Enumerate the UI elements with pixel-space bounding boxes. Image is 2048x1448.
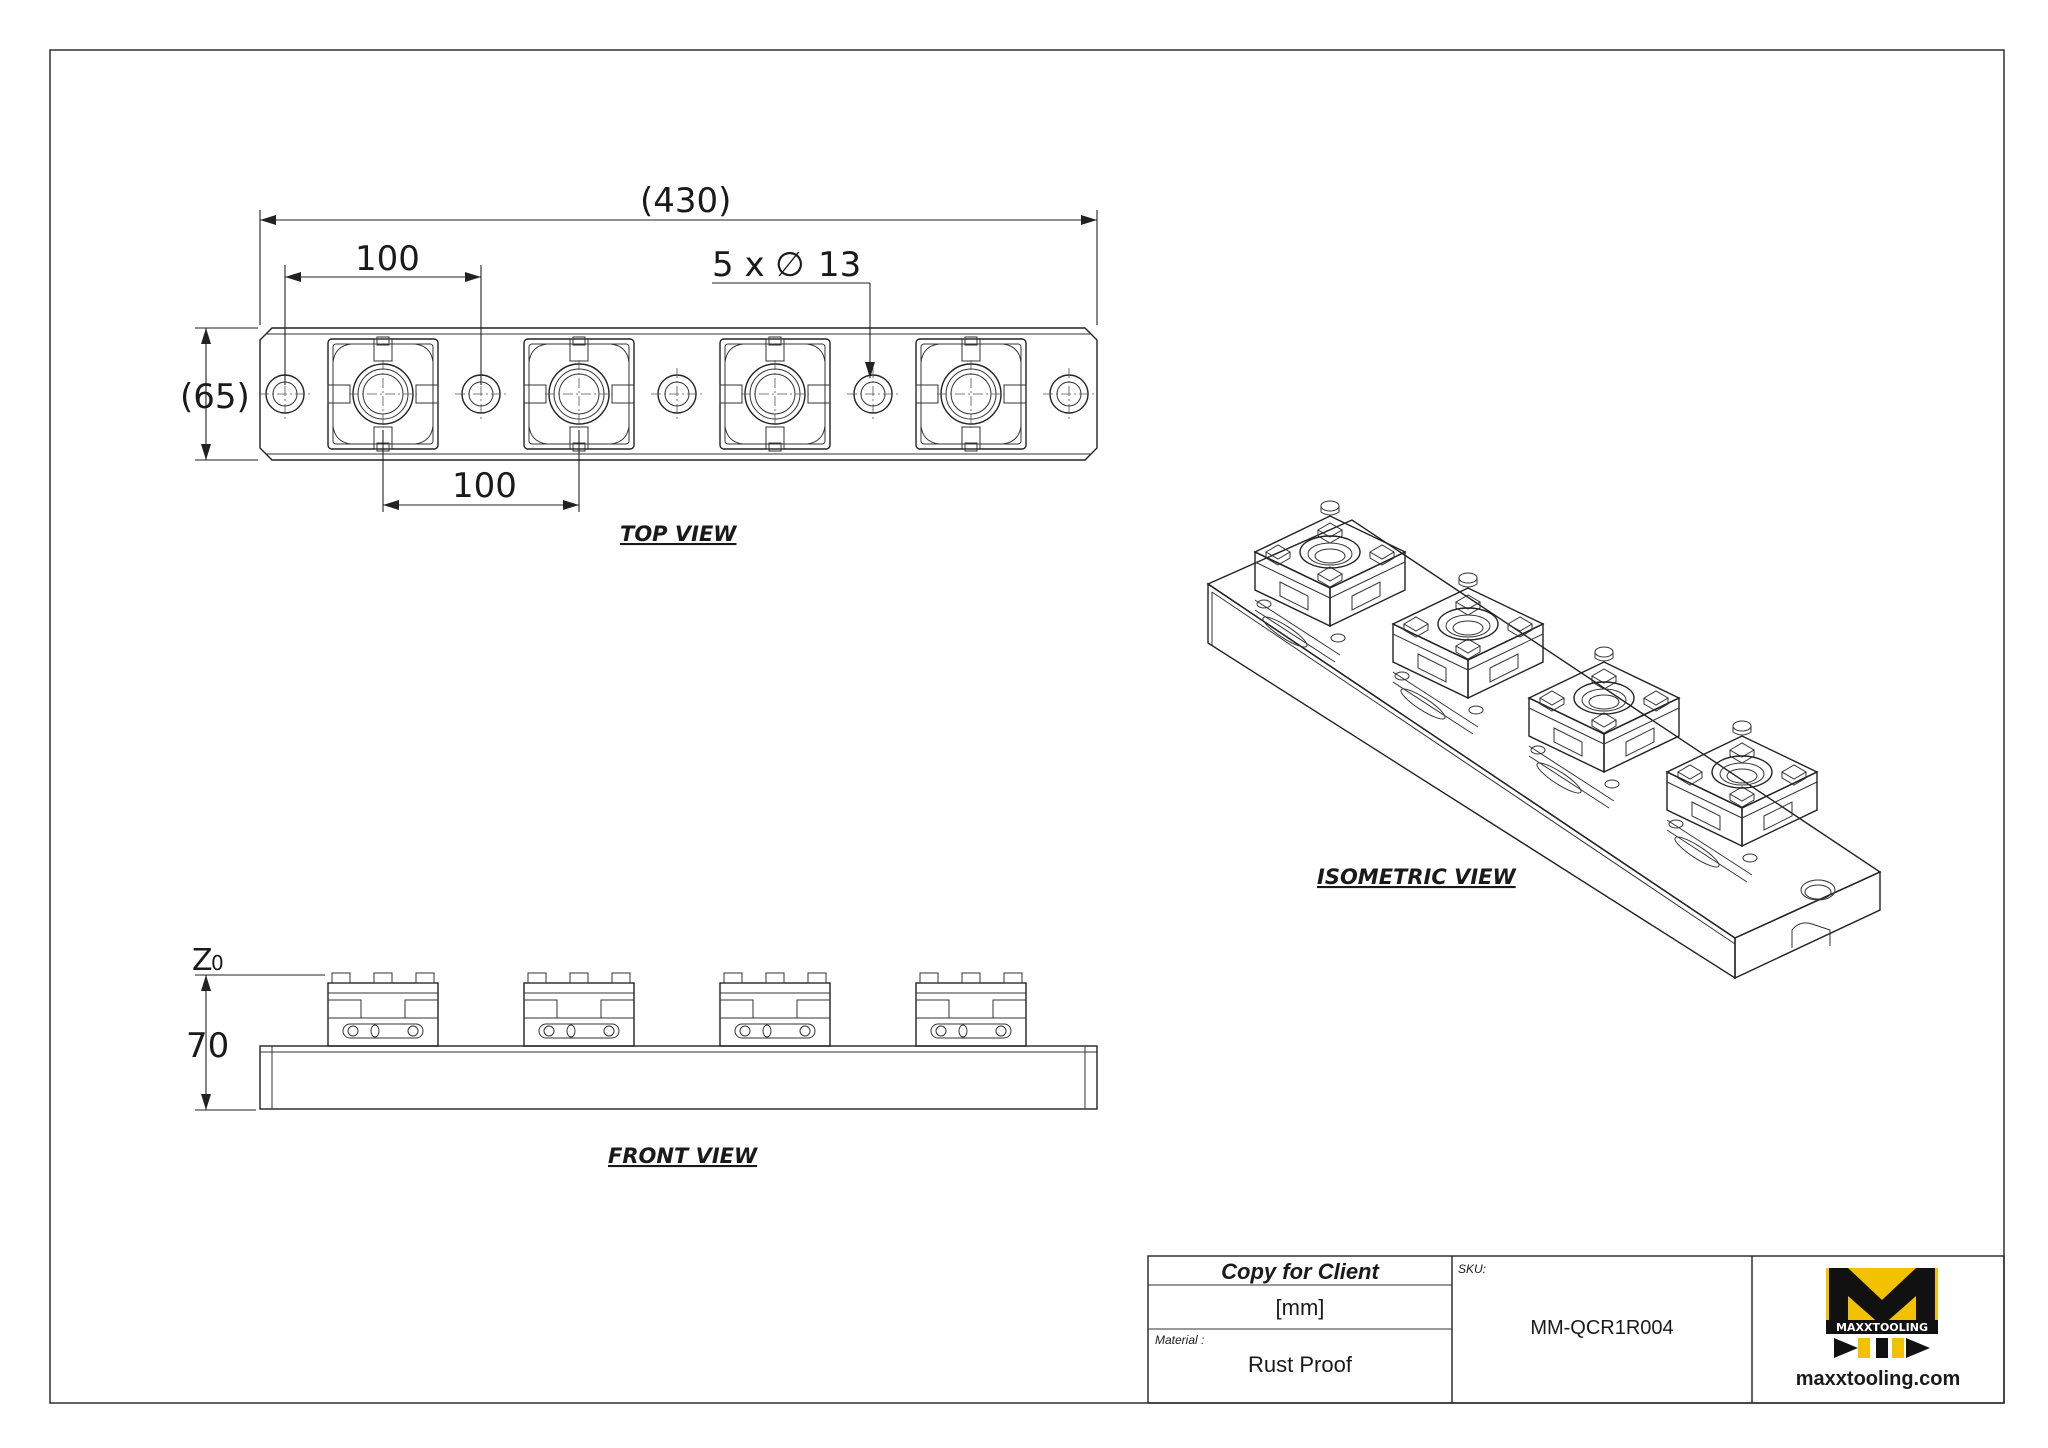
isometric-view: ISOMETRIC VIEW (1206, 500, 1882, 980)
copy-for-client-label: Copy for Client (1221, 1259, 1380, 1284)
sku-caption: SKU: (1458, 1262, 1486, 1276)
top-view-label: TOP VIEW (620, 522, 737, 546)
iso-clamp-module (1253, 500, 1407, 663)
hole-pitch-dimension: 100 (355, 239, 420, 279)
hole-count-label: 5 x (712, 245, 765, 285)
top-view-base-plate (259, 327, 1098, 461)
z-zero-label: Z (192, 943, 213, 978)
z-zero-subscript: 0 (211, 951, 224, 975)
front-view-base (259, 1045, 1098, 1110)
material-value: Rust Proof (1248, 1352, 1353, 1377)
front-view: Z 0 70 FRONT VIEW (186, 943, 1098, 1168)
front-clamp-module (719, 972, 831, 1047)
material-caption: Material : (1155, 1333, 1204, 1347)
clamp-module (719, 336, 831, 452)
iso-clamp-module (1527, 646, 1681, 809)
maxxtooling-logo: MAXXTOOLING (1826, 1268, 1938, 1358)
diameter-symbol: ∅ (775, 245, 805, 285)
module-pitch-dimension: 100 (452, 466, 517, 506)
website-label: maxxtooling.com (1796, 1368, 1960, 1390)
mounting-hole (847, 368, 899, 420)
front-clamp-module (523, 972, 635, 1047)
front-height-dimension: 70 (186, 1026, 229, 1066)
front-view-label: FRONT VIEW (608, 1144, 758, 1168)
overall-length-dimension: (430) (640, 181, 731, 221)
title-block: Copy for Client [mm] Material : Rust Pro… (1147, 1255, 2005, 1404)
units-label: [mm] (1276, 1295, 1325, 1320)
mounting-hole (1043, 368, 1095, 420)
front-clamp-module (327, 972, 439, 1047)
iso-rail-end (1734, 870, 1881, 980)
plate-width-dimension: (65) (180, 377, 250, 417)
front-clamp-module (915, 972, 1027, 1047)
top-view: (430) 100 5 x ∅ 13 100 (65) TOP VIEW (180, 181, 1098, 546)
iso-clamp-module (1665, 720, 1819, 883)
logo-brand-text: MAXXTOOLING (1836, 1321, 1928, 1334)
mounting-hole (651, 368, 703, 420)
iso-clamp-modules (1253, 500, 1819, 883)
clamp-module (915, 336, 1027, 452)
sheet-border (49, 49, 2005, 1404)
isometric-view-label: ISOMETRIC VIEW (1317, 865, 1516, 889)
iso-clamp-module (1391, 572, 1545, 735)
sku-value: MM-QCR1R004 (1530, 1317, 1673, 1339)
iso-rail-top (1206, 519, 1882, 939)
front-view-clamp-modules (327, 972, 1027, 1047)
hole-diameter-label: 13 (818, 245, 861, 285)
